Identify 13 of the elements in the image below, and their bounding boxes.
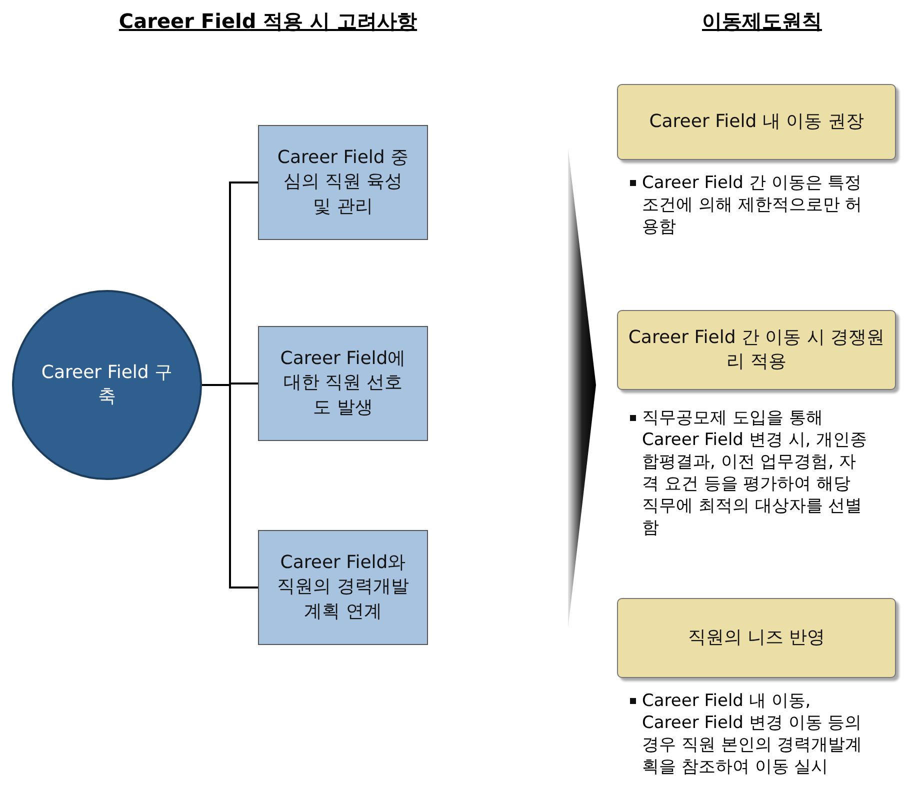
- principle-box: 직원의 니즈 반영: [617, 598, 896, 678]
- principle-box: Career Field 내 이동 권장: [617, 84, 896, 160]
- bullet-text: Career Field 간 이동은 특정 조건에 의해 제한적으로만 허용함: [642, 172, 864, 238]
- column-heading: 이동제도원칙: [702, 8, 822, 35]
- connector-line: [202, 384, 258, 588]
- principle-box: Career Field 간 이동 시 경쟁원리 적용: [617, 310, 896, 390]
- column-heading: Career Field 적용 시 고려사항: [118, 8, 418, 35]
- process-box: Career Field와 직원의 경력개발계획 연계: [258, 530, 428, 645]
- process-box: Career Field에 대한 직원 선호도 발생: [258, 326, 428, 441]
- bullet-text: Career Field 내 이동, Career Field 변경 이동 등의 경우 직원 본인의 경력개발계획을 참조하여 이동 실시: [642, 690, 864, 778]
- process-box: Career Field 중심의 직원 육성 및 관리: [258, 125, 428, 240]
- circle-node: Career Field 구축: [12, 290, 202, 480]
- bullet-text: 직무공모제 도입을 통해 Career Field 변경 시, 개인종합평결과, 이전 업무경험, 자격 요건 등을 평가하여 해당 직무에 최적의 대상자를 선별함: [642, 407, 868, 540]
